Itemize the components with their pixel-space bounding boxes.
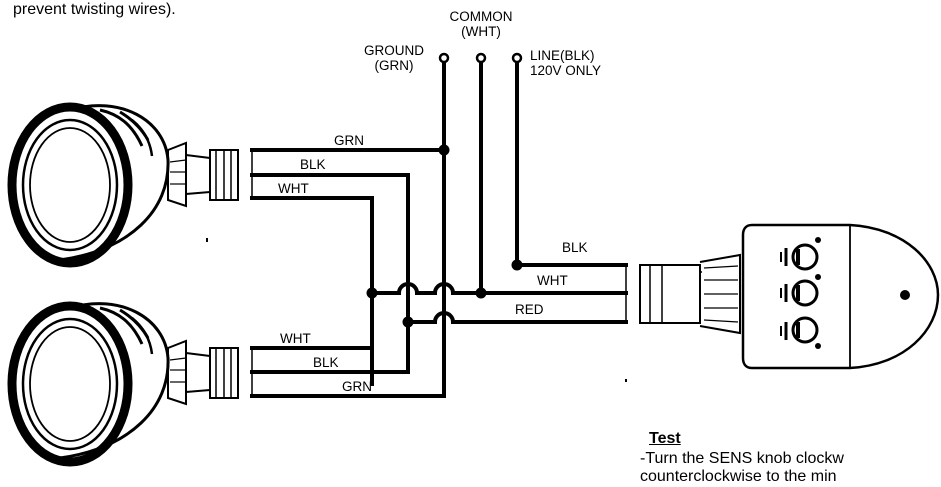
lux-knob-icon	[780, 316, 821, 349]
wiring-diagram	[7, 52, 940, 467]
test-text-line-1: -Turn the SENS knob clockw	[640, 450, 844, 467]
sensor-cable	[625, 265, 641, 323]
wire-label-top-blk: BLK	[300, 157, 326, 172]
sensor-wht-wire	[372, 282, 628, 295]
line-terminal-label: LINE(BLK) 120V ONLY	[530, 48, 602, 78]
wire-label-sensor-wht: WHT	[537, 273, 568, 288]
bot-blk-wire	[250, 322, 410, 374]
test-heading: Test	[649, 430, 681, 447]
sensor-red-wire	[408, 311, 628, 324]
wire-label-sensor-red: RED	[515, 302, 544, 317]
bot-lamp-fixture-icon	[7, 301, 239, 467]
intro-text: prevent twisting wires).	[13, 1, 176, 18]
ground-terminal-label: GROUND (GRN)	[364, 43, 424, 73]
motion-sensor-icon	[639, 223, 940, 370]
junction-dots	[366, 144, 523, 328]
wire-label-top-wht: WHT	[278, 181, 309, 196]
common-terminal-label: COMMON (WHT)	[449, 9, 513, 39]
line-terminal	[511, 52, 523, 265]
top-wht-wire	[250, 196, 374, 386]
wire-label-top-grn: GRN	[334, 133, 364, 148]
test-text-line-2: counterclockwise to the min	[640, 468, 837, 485]
wire-label-bot-wht: WHT	[280, 331, 311, 346]
time-knob-icon	[780, 237, 821, 271]
bot-grn-wire	[250, 150, 446, 398]
top-blk-wire	[250, 173, 410, 322]
wire-label-sensor-blk: BLK	[562, 240, 588, 255]
top-lamp-fixture-icon	[7, 102, 239, 268]
common-terminal	[475, 52, 487, 293]
bot-lamp-cable	[237, 350, 253, 398]
sens-knob-icon	[780, 274, 821, 307]
wire-label-bot-grn: GRN	[342, 379, 372, 394]
wire-label-bot-blk: BLK	[313, 355, 339, 370]
ground-terminal	[438, 52, 450, 150]
stray-marks	[206, 238, 627, 382]
top-lamp-cable	[237, 152, 253, 200]
